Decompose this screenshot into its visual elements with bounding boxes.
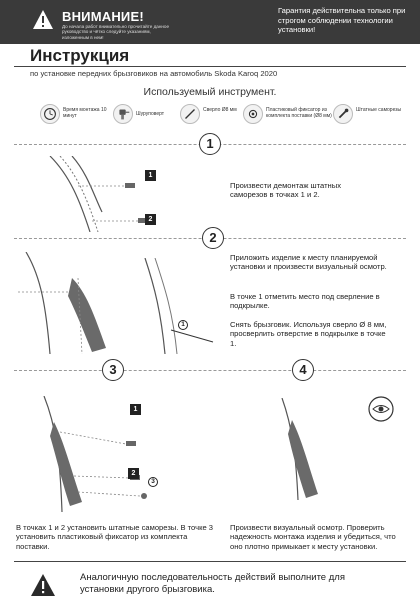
tools-heading: Используемый инструмент. bbox=[143, 86, 277, 98]
footer-note: Аналогичную последовательность действий … bbox=[80, 572, 345, 595]
step-3-text: В точках 1 и 2 установить штатные саморе… bbox=[16, 523, 214, 551]
step-number: 2 bbox=[202, 227, 224, 249]
step-1-illustration bbox=[49, 156, 148, 232]
drill-bit-icon bbox=[180, 104, 200, 124]
callout-badge: 2 bbox=[145, 214, 156, 225]
step-2-mount-illustration bbox=[18, 252, 106, 354]
clock-icon bbox=[40, 104, 60, 124]
page-title: Инструкция bbox=[30, 46, 130, 65]
tool-label: Шуруповерт bbox=[136, 111, 165, 117]
footer-divider bbox=[14, 561, 406, 562]
title-divider bbox=[14, 66, 406, 67]
screwdriver-icon bbox=[113, 104, 133, 124]
step-4-illustration bbox=[281, 398, 318, 500]
step-4-text: Произвести визуальный осмотр. Проверить … bbox=[230, 523, 396, 551]
warning-icon bbox=[33, 10, 53, 29]
attention-title: ВНИМАНИЕ! bbox=[62, 9, 144, 24]
tool-label: Сверло Ø8 мм bbox=[203, 107, 237, 113]
step-1-text: Произвести демонтаж штатных саморезов в … bbox=[230, 181, 341, 200]
step-divider bbox=[14, 370, 406, 371]
callout-badge: 3 bbox=[148, 477, 158, 487]
step-3-illustration bbox=[43, 396, 147, 512]
callout-badge: 1 bbox=[178, 320, 188, 330]
warning-icon bbox=[31, 574, 55, 596]
step-number: 1 bbox=[199, 133, 221, 155]
page-subtitle: по установке передних брызговиков на авт… bbox=[30, 69, 278, 78]
callout-badge: 1 bbox=[145, 170, 156, 181]
step-number: 3 bbox=[102, 359, 124, 381]
step-number: 4 bbox=[292, 359, 314, 381]
tool-label: Время монтажа 10 минут bbox=[63, 107, 107, 119]
callout-badge: 2 bbox=[128, 468, 139, 479]
step-2-text-mark: В точке 1 отметить место под сверление в… bbox=[230, 292, 380, 311]
tool-label: Штатные саморезы bbox=[356, 107, 402, 113]
guarantee-note: Гарантия действительна только при строго… bbox=[278, 6, 406, 34]
clip-icon bbox=[243, 104, 263, 124]
tool-label: Пластиковый фиксатор из комплекта постав… bbox=[266, 107, 332, 119]
header-bar: ВНИМАНИЕ! До начала работ внимательно пр… bbox=[0, 0, 420, 44]
screw-icon bbox=[333, 104, 353, 124]
step-2-text: Приложить изделие к месту планируемой ус… bbox=[230, 253, 387, 272]
eye-inspect-icon bbox=[368, 396, 394, 422]
step-2-text-drill: Снять брызговик. Используя сверло Ø 8 мм… bbox=[230, 320, 387, 348]
callout-badge: 1 bbox=[130, 404, 141, 415]
attention-text: До начала работ внимательно прочитайте д… bbox=[62, 24, 170, 40]
step-2-drill-illustration bbox=[144, 258, 214, 354]
